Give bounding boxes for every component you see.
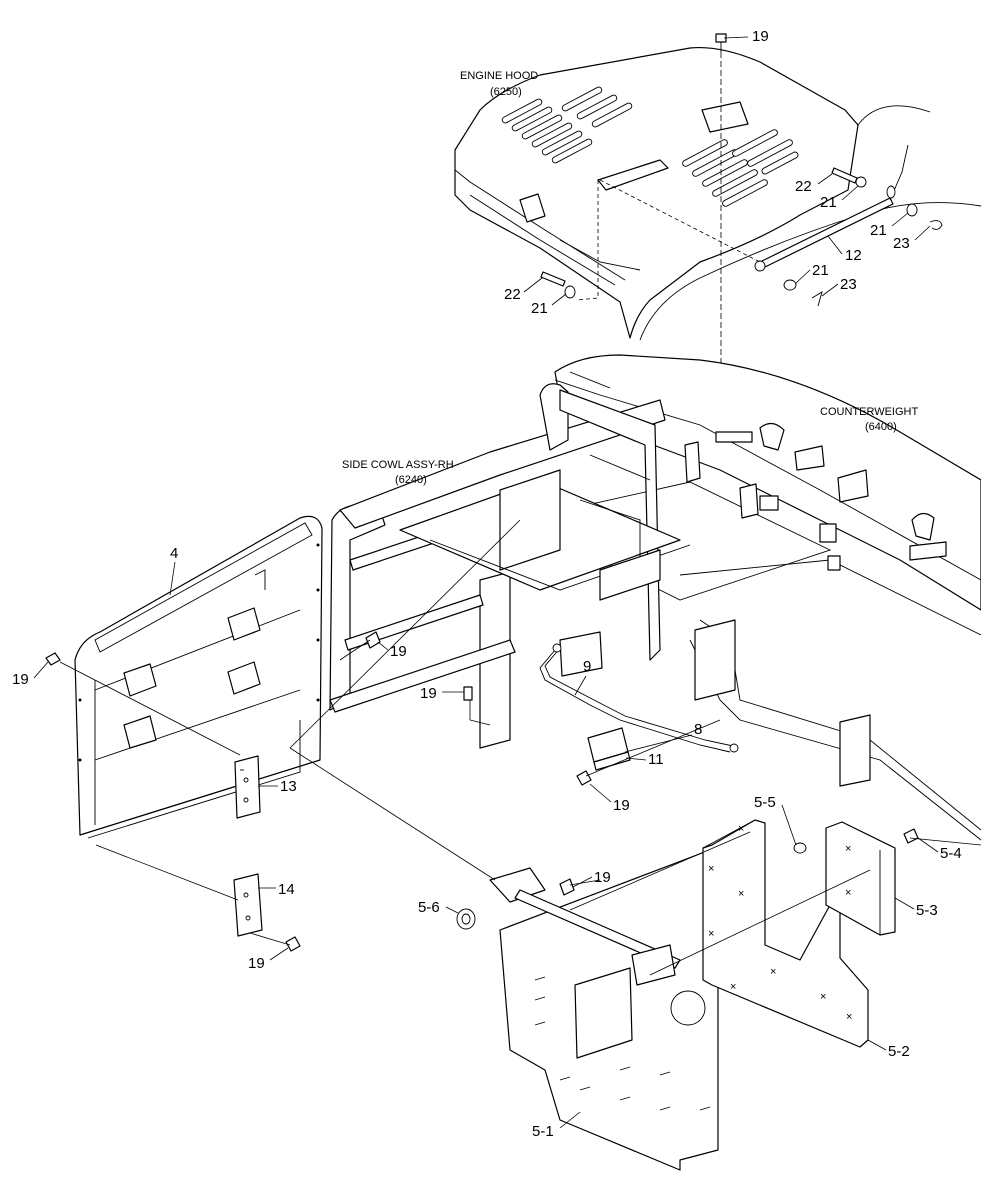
svg-text:×: ×	[708, 928, 714, 940]
label-19-fuel: 19	[613, 797, 630, 814]
label-22-left: 22	[504, 286, 521, 303]
bracket-14	[233, 873, 263, 937]
label-19-door: 19	[12, 671, 29, 688]
counterweight-caption: COUNTERWEIGHT	[820, 406, 918, 418]
panel-5-1	[489, 849, 719, 1171]
label-19-top: 19	[752, 28, 769, 45]
bolts	[45, 631, 919, 952]
door-holes	[78, 543, 320, 762]
side-cowl-caption: SIDE COWL ASSY-RH	[342, 459, 454, 471]
label-5-1: 5-1	[532, 1123, 554, 1140]
svg-text:×: ×	[845, 887, 851, 899]
svg-text:×: ×	[738, 888, 744, 900]
label-13: 13	[280, 778, 297, 795]
engine-hood	[454, 46, 981, 341]
base-plate	[518, 481, 981, 841]
hood-vents	[501, 86, 799, 207]
counterweight-code: (6400)	[865, 421, 897, 433]
svg-text:×: ×	[770, 966, 776, 978]
leader-lines	[59, 519, 981, 976]
part-labels: 19 22 21 21 23 12 21 23 22 21 4 19 19 19…	[12, 28, 962, 1140]
label-5-2: 5-2	[888, 1043, 910, 1060]
panel-5-1-slots	[534, 976, 711, 1111]
label-11: 11	[648, 751, 664, 768]
label-21-right-b: 21	[870, 222, 887, 239]
fuel-line-9	[539, 643, 739, 753]
label-14: 14	[278, 881, 295, 898]
side-cowl-frame	[329, 383, 779, 749]
label-5-3: 5-3	[916, 902, 938, 919]
label-21-left: 21	[531, 300, 548, 317]
label-12: 12	[845, 247, 862, 264]
svg-text:×: ×	[846, 1011, 852, 1023]
side-door-4	[74, 515, 323, 839]
pad-5-2: × × × × × × × ×	[702, 819, 869, 1048]
label-19-cowl: 19	[390, 643, 407, 660]
label-19-center: 19	[420, 685, 437, 702]
label-5-5: 5-5	[754, 794, 776, 811]
svg-text:×: ×	[738, 823, 744, 835]
engine-hood-code: (6250)	[490, 86, 522, 98]
bracket-13	[234, 755, 261, 819]
label-23-mid: 23	[840, 276, 857, 293]
side-cowl-code: (6240)	[395, 474, 427, 486]
svg-text:×: ×	[708, 863, 714, 875]
label-19-panel: 19	[594, 869, 611, 886]
label-21-mid: 21	[812, 262, 829, 279]
pad-5-3-marks: × ×	[845, 843, 851, 899]
label-5-4: 5-4	[940, 845, 962, 862]
label-21-right-a: 21	[820, 194, 837, 211]
label-22-right: 22	[795, 178, 812, 195]
svg-text:×: ×	[730, 981, 736, 993]
washer-5-6	[456, 908, 476, 930]
pad-5-3: × ×	[825, 821, 896, 936]
label-9: 9	[583, 658, 591, 675]
assembly-captions: ENGINE HOOD (6250) SIDE COWL ASSY-RH (62…	[342, 70, 918, 486]
label-5-6: 5-6	[418, 899, 440, 916]
svg-text:×: ×	[820, 991, 826, 1003]
bracket-8	[587, 727, 631, 771]
pad-5-2-marks: × × × × × × × ×	[708, 823, 852, 1023]
label-4: 4	[170, 545, 178, 562]
label-19-bottom: 19	[248, 955, 265, 972]
label-23-right: 23	[893, 235, 910, 252]
engine-hood-caption: ENGINE HOOD	[460, 70, 538, 82]
hood-strut-assembly	[540, 144, 943, 307]
label-8: 8	[694, 721, 702, 738]
svg-text:×: ×	[845, 843, 851, 855]
